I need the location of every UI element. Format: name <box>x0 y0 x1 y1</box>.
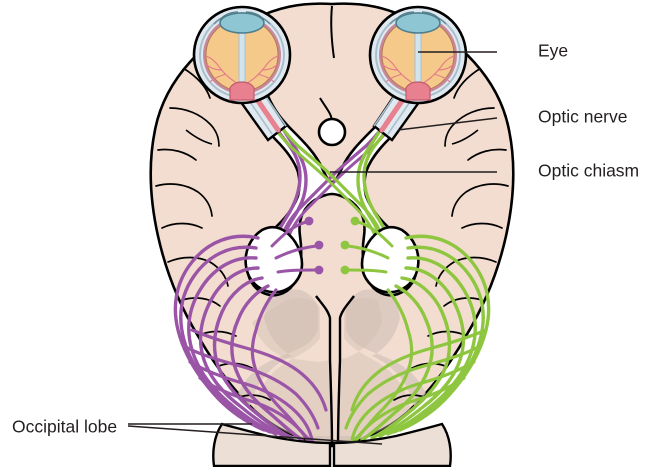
leader-lines <box>127 51 498 445</box>
right-terminal-fibres <box>346 220 394 274</box>
right-optic-disc <box>405 81 431 101</box>
midbrain-shading <box>232 289 432 443</box>
right-lgn-body <box>360 225 420 294</box>
longitudinal-fissure-anterior <box>330 5 335 59</box>
right-optic-radiation <box>344 234 491 448</box>
left-terminal-dots <box>304 216 324 275</box>
left-eye <box>192 5 292 142</box>
left-eye-interior <box>205 11 279 101</box>
left-terminal-fibres <box>270 220 318 274</box>
right-retinal-vessels <box>381 55 455 87</box>
left-lateral-geniculate-nucleus <box>244 225 304 294</box>
right-lateral-geniculate-nucleus <box>360 225 420 294</box>
label-occipital-lobe: Occipital lobe <box>12 417 117 437</box>
right-lens <box>395 12 441 34</box>
left-optic-radiation <box>173 234 328 448</box>
left-retinal-vessels <box>205 55 279 87</box>
label-eye: Eye <box>538 41 568 61</box>
pituitary-gland <box>317 97 347 147</box>
right-terminal-dots <box>340 216 360 275</box>
right-eye <box>368 5 468 142</box>
label-optic-chiasm: Optic chiasm <box>538 161 639 181</box>
left-lgn-body <box>244 225 304 294</box>
label-optic-nerve: Optic nerve <box>538 107 627 127</box>
pituitary-circle <box>317 117 347 147</box>
right-eye-interior <box>381 11 455 101</box>
leader-line-occipital-lobe-2 <box>127 425 383 445</box>
leader-line-optic-nerve <box>397 117 498 131</box>
left-lens <box>219 12 265 34</box>
left-optic-disc <box>229 81 255 101</box>
